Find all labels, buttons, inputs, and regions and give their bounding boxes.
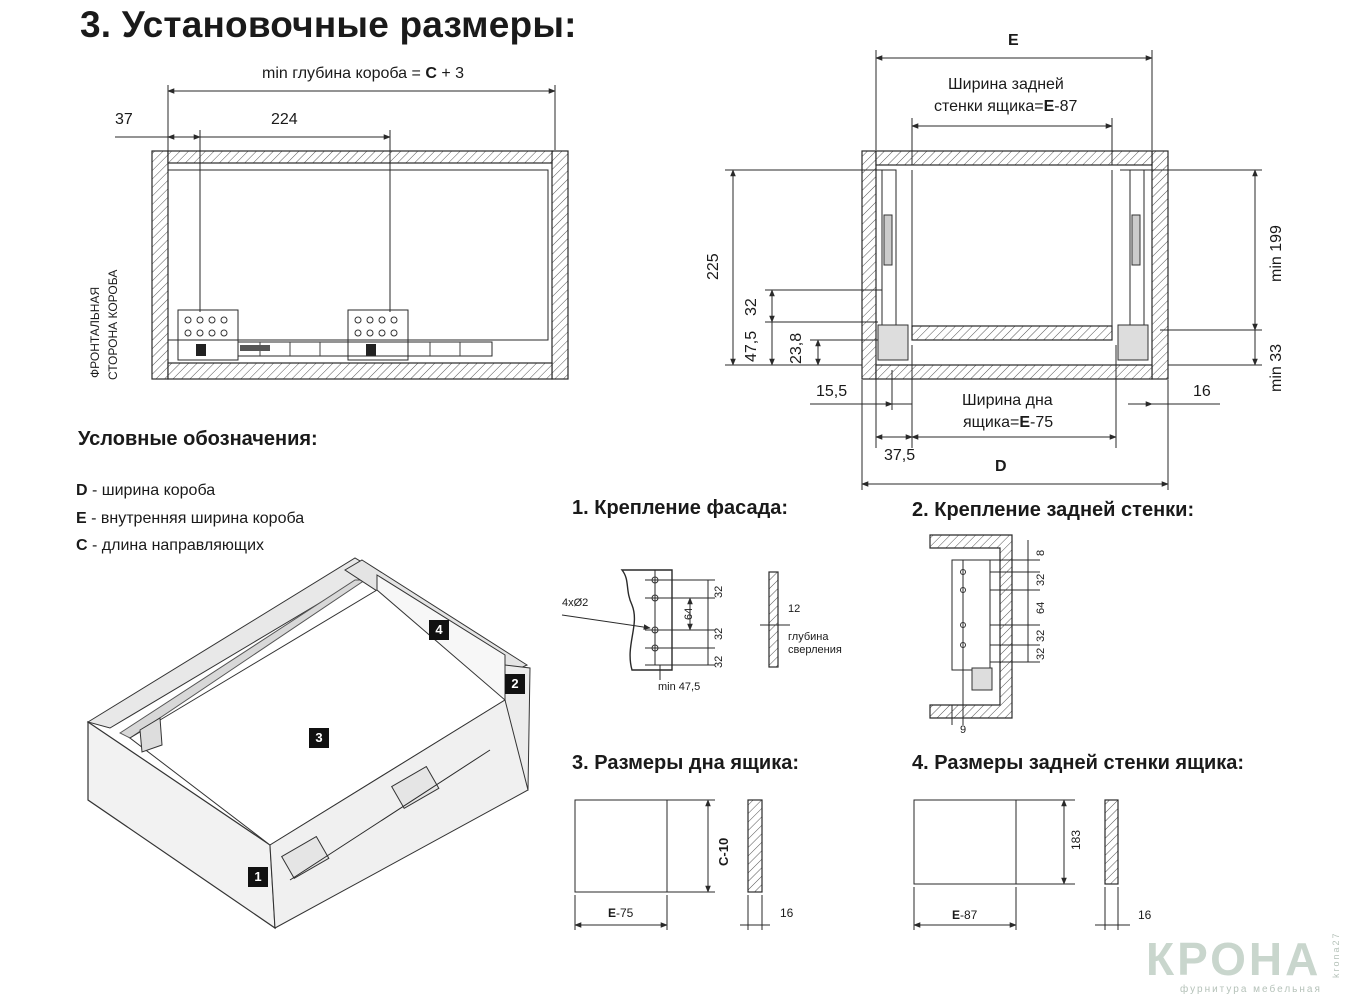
s2-dim-8: 8: [1035, 549, 1047, 556]
front-side-label-2: СТОРОНА КОРОБА: [106, 269, 120, 380]
page-title: 3. Установочные размеры:: [80, 4, 577, 45]
min-depth-label: min глубина короба = C + 3: [262, 65, 464, 83]
dim-23-8: 23,8: [788, 332, 805, 364]
dim-16-right: 16: [1193, 383, 1211, 400]
back-wall-width-prefix: стенки ящика=: [934, 98, 1044, 115]
min-47-5-label: min 47,5: [658, 681, 701, 693]
legend-text-e: - внутренняя ширина короба: [86, 510, 305, 527]
dim-min-33: min 33: [1268, 343, 1285, 392]
drawer-3d-illustration: [86, 557, 531, 930]
s4-width-suffix: -87: [960, 908, 978, 922]
holes-label: 4xØ2: [562, 597, 589, 609]
s2-dim-64: 64: [1035, 601, 1047, 614]
back-wall-width-suffix: -87: [1054, 98, 1078, 115]
back-wall-width-line2: стенки ящика=E-87: [934, 98, 1077, 116]
dim-D: D: [995, 458, 1007, 475]
bottom-panel-drawing: [574, 799, 770, 930]
section3-heading: 3. Размеры дна ящика:: [572, 752, 799, 774]
back-wall-width-line1: Ширина задней: [948, 76, 1064, 93]
dim-224: 224: [271, 111, 298, 128]
marker-2: 2: [505, 674, 525, 694]
s2-dim-9: 9: [960, 724, 967, 736]
s4-width-label: E-87: [952, 908, 977, 922]
s1-dim-32c: 32: [713, 655, 725, 668]
dim-min-199: min 199: [1268, 225, 1285, 282]
s1-dim-12: 12: [788, 603, 801, 615]
min-depth-text: min глубина короба =: [262, 65, 426, 82]
dim-37-5: 37,5: [884, 447, 916, 464]
facade-mount-drawing: [561, 569, 790, 680]
marker-3: 3: [309, 728, 329, 748]
s3-thickness: 16: [780, 906, 794, 920]
s3-width-suffix: -75: [616, 906, 634, 920]
s4-width-E: E: [952, 908, 961, 922]
legend-item-c: C - длина направляющих: [76, 537, 264, 555]
legend-text-c: - длина направляющих: [87, 537, 264, 554]
drill-depth-line1: глубина: [788, 631, 829, 643]
dim-37: 37: [115, 111, 133, 128]
s3-height-label: C-10: [716, 837, 731, 866]
legend-key-e: E: [76, 510, 87, 527]
dim-E: E: [1008, 32, 1019, 49]
marker-1: 1: [248, 867, 268, 887]
legend-text-d: - ширина короба: [87, 482, 216, 499]
legend-item-e: E - внутренняя ширина короба: [76, 510, 304, 528]
s1-dim-64: 64: [683, 607, 695, 620]
brand-tagline: фурнитура мебельная: [1180, 984, 1322, 995]
dim-47-5: 47,5: [743, 330, 760, 362]
s3-width-E: E: [608, 906, 617, 920]
marker-4: 4: [429, 620, 449, 640]
legend-key-d: D: [76, 482, 88, 499]
min-depth-c: C: [425, 65, 437, 82]
side-view-drawing: [115, 85, 569, 380]
front-view-drawing: [725, 50, 1262, 490]
s4-thickness: 16: [1138, 908, 1152, 922]
back-wall-panel-drawing: [913, 799, 1130, 930]
section1-heading: 1. Крепление фасада:: [572, 497, 789, 519]
s2-dim-32b: 32: [1035, 629, 1047, 642]
bottom-width-E: E: [1019, 414, 1031, 431]
back-wall-width-E: E: [1043, 98, 1055, 115]
bottom-width-prefix: ящика=: [963, 414, 1020, 431]
brand-logo: КРОНА: [1146, 933, 1322, 985]
s2-dim-32c: 32: [1035, 647, 1047, 660]
dim-15-5: 15,5: [816, 383, 848, 400]
back-wall-mount-drawing: [929, 534, 1040, 725]
legend-item-d: D - ширина короба: [76, 482, 215, 500]
s2-dim-32a: 32: [1035, 573, 1047, 586]
legend-key-c: C: [76, 537, 88, 554]
drill-depth-line2: сверления: [788, 644, 842, 656]
s4-height-label: 183: [1069, 829, 1083, 850]
section2-heading: 2. Крепление задней стенки:: [912, 499, 1195, 521]
s1-dim-32b: 32: [713, 627, 725, 640]
s3-width-label: E-75: [608, 906, 633, 920]
section4-heading: 4. Размеры задней стенки ящика:: [912, 752, 1245, 774]
dim-225: 225: [705, 253, 722, 280]
min-depth-suffix: + 3: [436, 65, 465, 82]
dim-32-right: 32: [743, 298, 760, 316]
front-side-label-1: ФРОНТАЛЬНАЯ: [88, 286, 102, 378]
legend-heading: Условные обозначения:: [78, 428, 318, 450]
s1-dim-32a: 32: [713, 585, 725, 598]
bottom-width-line1: Ширина дна: [962, 392, 1053, 409]
bottom-width-line2: ящика=E-75: [963, 414, 1053, 432]
bottom-width-suffix: -75: [1030, 414, 1054, 431]
brand-side-text: krona27: [1331, 931, 1341, 978]
